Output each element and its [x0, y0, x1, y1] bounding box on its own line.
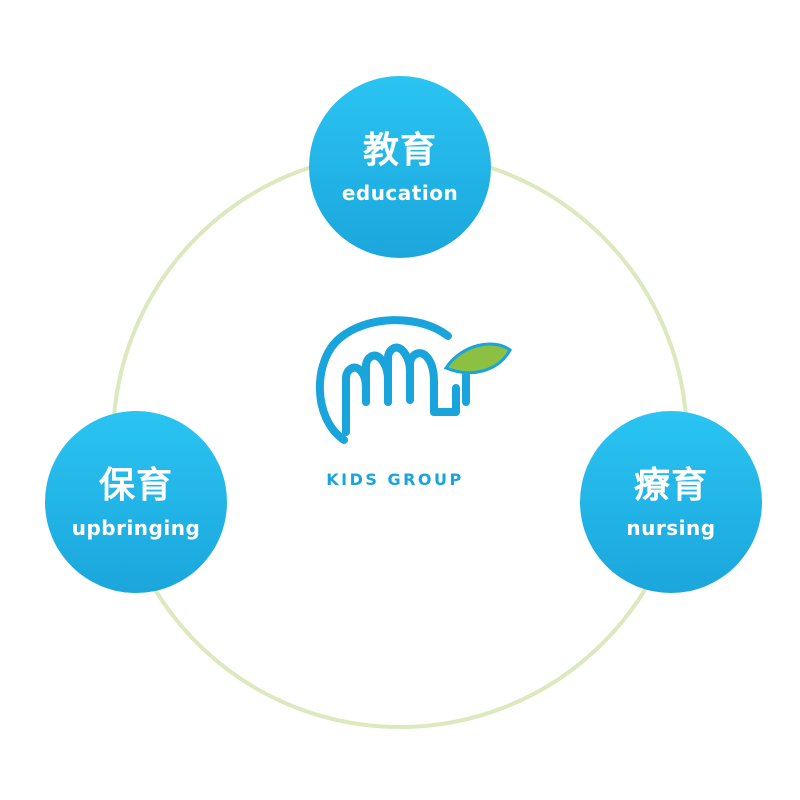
hand-sprout-logo-icon — [315, 316, 470, 444]
node-nursing: 療育 nursing — [580, 411, 762, 593]
node-education: 教育 education — [309, 76, 491, 258]
brand-name: KIDS GROUP — [326, 470, 464, 489]
node-upbringing-kanji: 保育 — [98, 465, 173, 507]
node-upbringing: 保育 upbringing — [45, 411, 227, 593]
node-education-kanji: 教育 — [362, 130, 437, 172]
node-upbringing-label: upbringing — [71, 515, 201, 540]
node-nursing-kanji: 療育 — [633, 465, 708, 507]
leaf-icon — [443, 342, 512, 375]
node-education-label: education — [341, 180, 459, 205]
node-nursing-label: nursing — [626, 515, 716, 540]
